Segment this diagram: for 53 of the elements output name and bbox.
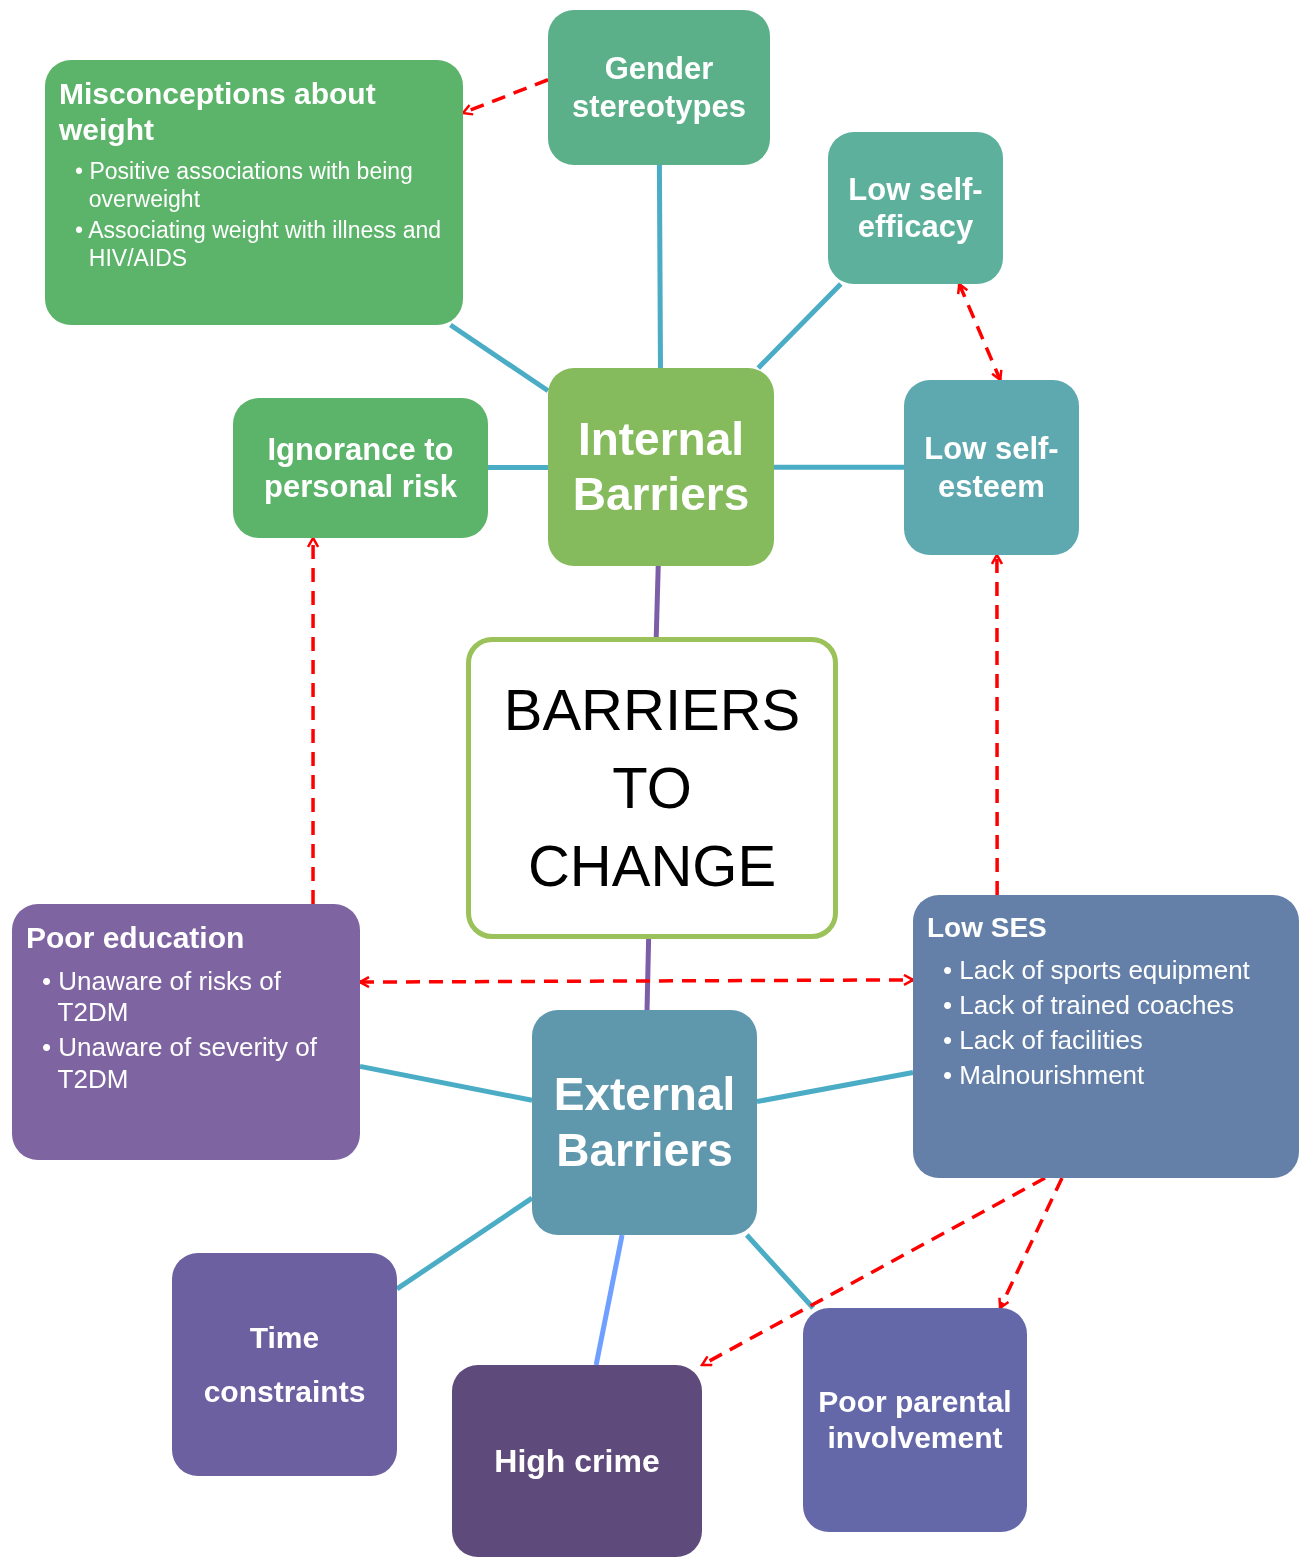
rounded-box [12,904,360,1160]
bullet-item: • Lack of facilities [943,1024,1144,1057]
rounded-box [803,1308,1027,1532]
box-label: Gender stereotypes [571,50,747,125]
connector-line [756,1070,914,1104]
box-label: Time constraints [202,1319,367,1410]
box-label: BARRIERS TO CHANGE [503,675,801,901]
dashed-arrow [998,1177,1064,1310]
bullet-item: • Associating weight with illness and HIV/AIDS [75,217,443,273]
connector-line [395,1196,534,1291]
rounded-box [45,60,463,325]
box-label: Poor parental involvement [817,1384,1013,1456]
connector-line [653,565,661,638]
connector-line [756,282,843,370]
box-label: High crime [494,1441,660,1481]
dashed-arrow [461,78,549,116]
connector-line [488,464,548,471]
connector-line [359,1063,533,1103]
bullet-item: • Unaware of severity of T2DM [42,1032,318,1095]
rounded-box [913,895,1299,1178]
rounded-box [904,380,1079,555]
rounded-box [828,132,1003,284]
connector-line [644,938,652,1011]
dashed-arrow [956,282,1003,382]
rounded-box [172,1253,397,1476]
box-heading: Poor education [26,920,245,956]
box-label: Ignorance to personal risk [263,430,458,506]
box-label: External Barriers [552,1067,737,1178]
box-label: Internal Barriers [571,411,751,522]
bullet-item: • Lack of sports equipment [943,954,1250,986]
rounded-box [548,368,774,566]
box-heading: Low SES [927,911,1047,945]
rounded-box [548,10,770,165]
bullet-item: • Positive associations with being overweight [75,158,414,214]
connector-line [656,165,663,368]
box-heading: Misconceptions about weight [59,76,377,148]
dashed-arrow [358,973,915,989]
central-box [466,637,838,939]
box-label: Low self-esteem [923,430,1060,505]
bullet-item: • Malnourishment [943,1060,1146,1092]
bullet-item: • Lack of trained coaches [943,989,1235,1021]
dashed-arrow [990,553,1004,895]
connector-line [774,464,904,470]
bullet-item: • Unaware of risks of T2DM [42,966,282,1029]
connector-line [593,1234,625,1366]
rounded-box [233,398,488,538]
rounded-box [532,1010,757,1235]
rounded-box [452,1365,702,1557]
connector-line [744,1233,815,1310]
box-label: Low self-efficacy [847,170,984,246]
dashed-arrow [700,1176,1046,1367]
connector-line [449,322,550,393]
dashed-arrow [306,536,320,904]
